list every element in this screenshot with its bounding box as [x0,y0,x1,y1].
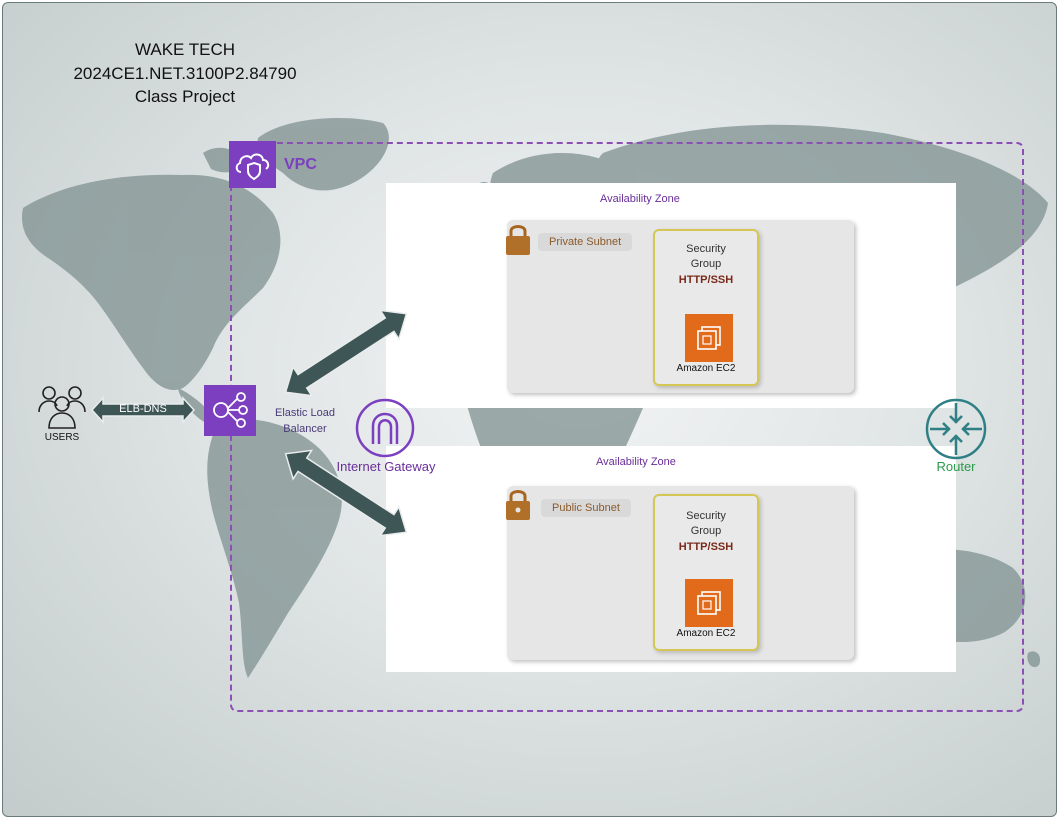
internet-gateway-label: Internet Gateway [336,459,436,474]
availability-zone-1-label: Availability Zone [600,193,680,205]
security-group-title: Security [686,510,726,522]
elb-dns-label: ELB-DNS [119,403,167,415]
elb-icon [204,385,256,436]
ec2-label: Amazon EC2 [676,363,736,374]
ec2-label: Amazon EC2 [676,628,736,639]
security-group-protocols: HTTP/SSH [678,541,734,553]
availability-zone-2-label: Availability Zone [596,456,676,468]
private-subnet-label: Private Subnet [538,233,633,251]
header-course-code: 2024CE1.NET.3100P2.84790 [73,64,297,83]
users-label: USERS [44,432,80,443]
router-label: Router [936,459,976,474]
header-project: Class Project [134,87,236,106]
elb-label-line1: Elastic Load [275,407,335,419]
lock-icon [505,487,531,526]
security-group-protocols: HTTP/SSH [678,274,734,286]
vpc-cloud-shield-icon [229,141,276,188]
security-group-title: Security [686,243,726,255]
security-group-private: Security Group HTTP/SSH Amazon EC2 [653,229,759,386]
users-icon [37,384,87,435]
header-institution: WAKE TECH [134,40,236,59]
internet-gateway-icon [355,398,415,463]
elb-label-line2: Balancer [283,423,327,435]
lock-icon [505,222,531,261]
ec2-chip-icon [685,314,733,362]
router-icon [925,398,987,465]
security-group-subtitle: Group [690,258,722,270]
security-group-public: Security Group HTTP/SSH Amazon EC2 [653,494,759,651]
vpc-label: VPC [284,156,317,173]
ec2-chip-icon [685,579,733,627]
security-group-subtitle: Group [690,525,722,537]
public-subnet-label: Public Subnet [541,499,631,517]
